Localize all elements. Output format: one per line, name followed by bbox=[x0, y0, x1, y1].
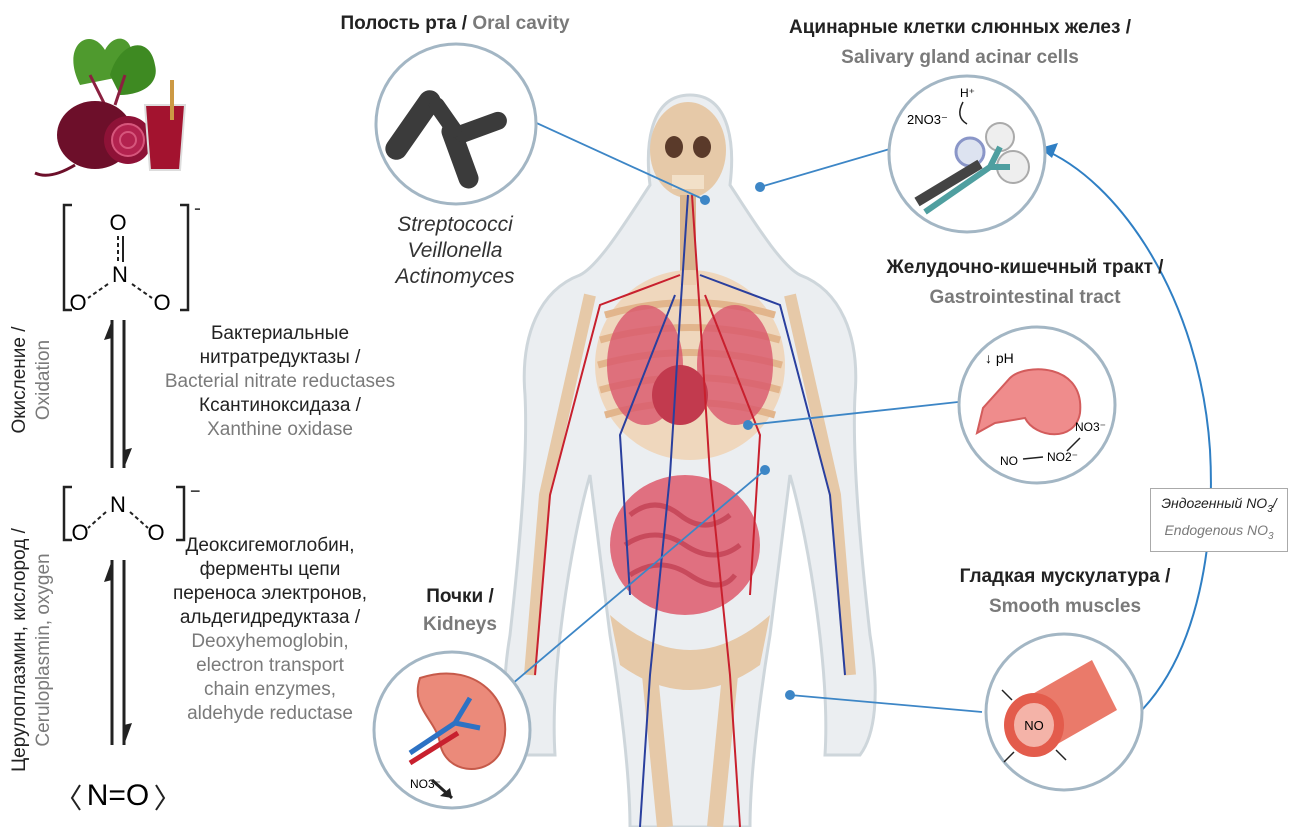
smooth-no-label: NO bbox=[1024, 718, 1044, 733]
bacteria-actinomyces: Actinomyces bbox=[360, 264, 550, 290]
smooth-title-en: Smooth muscles bbox=[935, 592, 1195, 622]
gi-title-ru: Желудочно-кишечный тракт / bbox=[860, 253, 1190, 283]
kidneys-title: Почки / Kidneys bbox=[400, 583, 520, 639]
gi-no2-label: NO2⁻ bbox=[1047, 450, 1078, 464]
gi-title-en: Gastrointestinal tract bbox=[860, 283, 1190, 313]
smooth-title-ru: Гладкая мускулатура / bbox=[935, 562, 1195, 592]
kidney-circle: NO3⁻ bbox=[370, 648, 535, 813]
endogenous-ru: Эндогенный NO bbox=[1161, 495, 1267, 511]
bacteria-streptococci: Streptococci bbox=[360, 212, 550, 238]
oral-cavity-title: Полость рта / Oral cavity bbox=[320, 13, 590, 35]
oral-title-en: Oral cavity bbox=[472, 13, 569, 34]
salivary-title: Ацинарные клетки слюнных желез / Salivar… bbox=[760, 13, 1160, 73]
endogenous-ru-sub: 3 bbox=[1267, 504, 1273, 515]
oral-bacteria-circle bbox=[372, 40, 540, 208]
oral-title-ru: Полость рта / bbox=[340, 13, 467, 34]
kidneys-title-ru: Почки / bbox=[400, 583, 520, 611]
bacteria-veillonella: Veillonella bbox=[360, 238, 550, 264]
endogenous-en: Endogenous NO bbox=[1164, 522, 1268, 538]
gi-no-label: NO bbox=[1000, 454, 1018, 468]
endogenous-no3-box: Эндогенный NO3/ Endogenous NO3 bbox=[1150, 488, 1288, 552]
smooth-muscle-circle: NO bbox=[982, 630, 1147, 795]
smooth-title: Гладкая мускулатура / Smooth muscles bbox=[935, 562, 1195, 622]
salivary-h-label: H⁺ bbox=[960, 86, 975, 100]
salivary-no3-label: 2NO3⁻ bbox=[907, 112, 948, 127]
kidneys-title-en: Kidneys bbox=[400, 611, 520, 639]
salivary-title-en: Salivary gland acinar cells bbox=[760, 43, 1160, 73]
gi-no3-label: NO3⁻ bbox=[1075, 420, 1106, 434]
salivary-title-ru: Ацинарные клетки слюнных желез / bbox=[760, 13, 1160, 43]
gi-stomach-circle: ↓ pH NO3⁻ NO2⁻ NO bbox=[955, 323, 1120, 488]
salivary-gland-circle: 2NO3⁻ H⁺ bbox=[885, 72, 1050, 237]
gi-title: Желудочно-кишечный тракт / Gastrointesti… bbox=[860, 253, 1190, 313]
gi-ph-label: ↓ pH bbox=[985, 350, 1014, 366]
oral-bacteria-list: Streptococci Veillonella Actinomyces bbox=[360, 212, 550, 290]
endogenous-en-sub: 3 bbox=[1268, 531, 1274, 542]
